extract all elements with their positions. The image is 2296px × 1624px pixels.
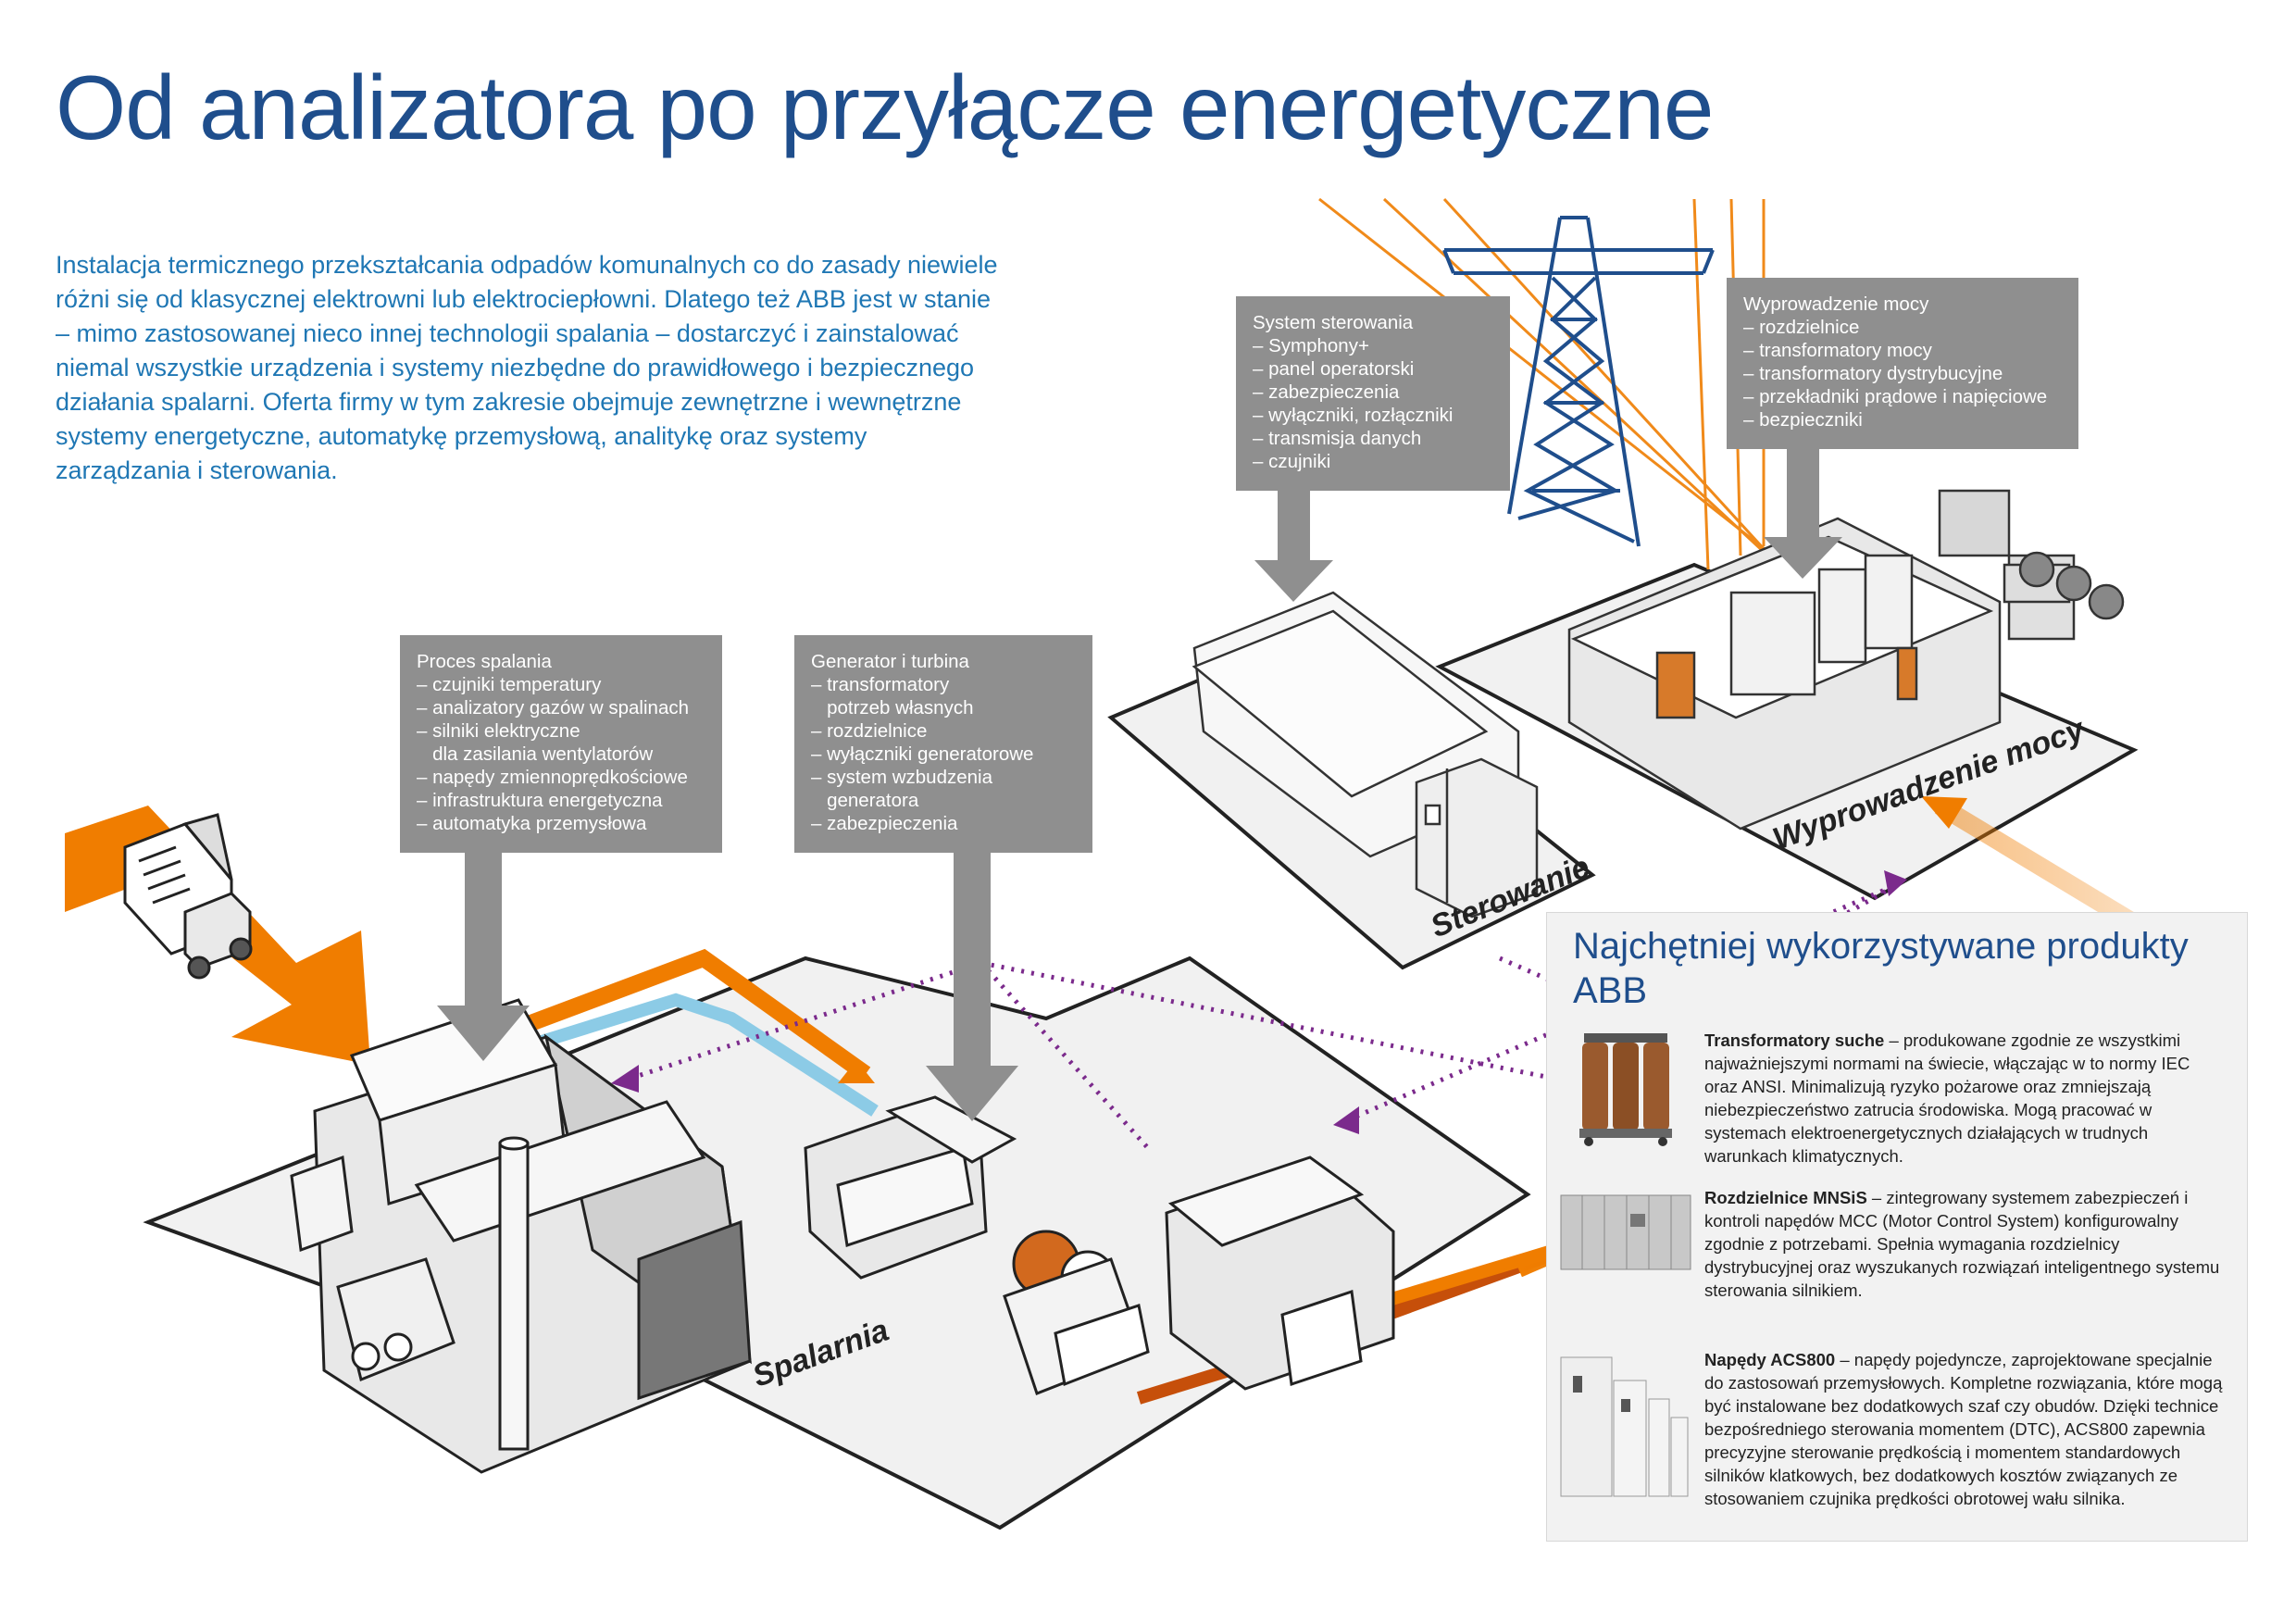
callout-item: – silniki elektryczne (417, 720, 580, 742)
callout-item: – wyłączniki generatorowe (811, 743, 1034, 765)
control-room (1192, 591, 1539, 918)
callout-list: – czujniki temperatury – analizatory gaz… (417, 673, 705, 835)
callout-generator-turbina: Generator i turbina – transformatory pot… (794, 635, 1092, 853)
hot-pipe (515, 948, 871, 1081)
callout-wyprowadzenie-mocy: Wyprowadzenie mocy – rozdzielnice – tran… (1727, 278, 2078, 449)
steam-pipe (539, 993, 879, 1117)
page-title: Od analizatora po przyłącze energetyczne (56, 56, 1714, 158)
switchgear-icon (1560, 1194, 1691, 1270)
garbage-truck (123, 813, 253, 980)
dry-transformer-icon (1579, 1033, 1672, 1146)
callout-item: potrzeb własnych (811, 697, 974, 718)
callout-proces-spalania: Proces spalania – czujniki temperatury –… (400, 635, 722, 853)
transmission-pylon (1442, 216, 1715, 547)
product-text: – produkowane zgodnie ze wszystkimi najw… (1704, 1031, 2190, 1166)
callout-item: – system wzbudzenia (811, 767, 992, 788)
callout-list: – rozdzielnice – transformatory mocy – t… (1743, 316, 2062, 431)
callout-item: – zabezpieczenia (811, 813, 958, 834)
callout-title: Wyprowadzenie mocy (1743, 294, 1929, 315)
arrow-down-icon (437, 853, 530, 1061)
callout-item: – automatyka przemysłowa (417, 813, 647, 834)
substation (1567, 489, 2125, 831)
callout-item: – Symphony+ (1253, 335, 1369, 356)
product-name: Rozdzielnice MNSiS (1704, 1188, 1867, 1207)
callout-item: – transmisja danych (1253, 428, 1422, 449)
callout-item: – transformatory dystrybucyjne (1743, 363, 2003, 384)
arrow-down-icon (1254, 491, 1333, 602)
product-name: Napędy ACS800 (1704, 1350, 1836, 1369)
callout-item: – wyłączniki, rozłączniki (1253, 405, 1454, 426)
callout-title: Proces spalania (417, 651, 552, 672)
callout-list: – Symphony+ – panel operatorski – zabezp… (1253, 334, 1493, 473)
product-text: – zintegrowany systemem zabezpieczeń i k… (1704, 1188, 2220, 1300)
callout-item: – bezpieczniki (1743, 409, 1863, 431)
product-description: Transformatory suche – produkowane zgodn… (1704, 1029, 2223, 1168)
data-link-heads (611, 870, 1907, 1134)
product-description: Napędy ACS800 – napędy pojedyncze, zapro… (1704, 1348, 2223, 1510)
callout-item: – zabezpieczenia (1253, 381, 1400, 403)
hot-pipe-head (838, 1060, 875, 1083)
callout-item: – czujniki temperatury (417, 674, 602, 695)
callout-item: – rozdzielnice (1743, 317, 1860, 338)
callout-item: – analizatory gazów w spalinach (417, 697, 689, 718)
callout-item: – transformatory (811, 674, 950, 695)
callout-item: dla zasilania wentylatorów (417, 743, 654, 765)
intro-paragraph: Instalacja termicznego przekształcania o… (56, 251, 998, 484)
callout-item: – transformatory mocy (1743, 340, 1932, 361)
callout-title: System sterowania (1253, 312, 1414, 333)
callout-list: – transformatory potrzeb własnych – rozd… (811, 673, 1076, 835)
callout-item: generatora (811, 790, 919, 811)
turbine-generator (804, 1095, 1395, 1395)
callout-item: – infrastruktura energetyczna (417, 790, 663, 811)
arrow-down-icon (1764, 449, 1842, 579)
products-panel-title: Najchętniej wykorzystywane produkty ABB (1573, 926, 2189, 1011)
arrow-down-icon (926, 853, 1018, 1121)
products-panel: Najchętniej wykorzystywane produkty ABB … (1546, 912, 2248, 1542)
callout-item: – rozdzielnice (811, 720, 928, 742)
callout-item: – panel operatorski (1253, 358, 1415, 380)
drive-icon (1560, 1356, 1689, 1497)
callout-title: Generator i turbina (811, 651, 969, 672)
callout-item: – czujniki (1253, 451, 1331, 472)
product-name: Transformatory suche (1704, 1031, 1885, 1050)
callout-system-sterowania: System sterowania – Symphony+ – panel op… (1236, 296, 1510, 491)
product-text: – napędy pojedyncze, zaprojektowane spec… (1704, 1350, 2223, 1508)
grid-arrow-head (1921, 796, 1967, 829)
callout-item: – przekładniki prądowe i napięciowe (1743, 386, 2048, 407)
product-description: Rozdzielnice MNSiS – zintegrowany system… (1704, 1186, 2223, 1302)
callout-item: – napędy zmiennoprędkościowe (417, 767, 688, 788)
furnace-building (290, 998, 752, 1474)
